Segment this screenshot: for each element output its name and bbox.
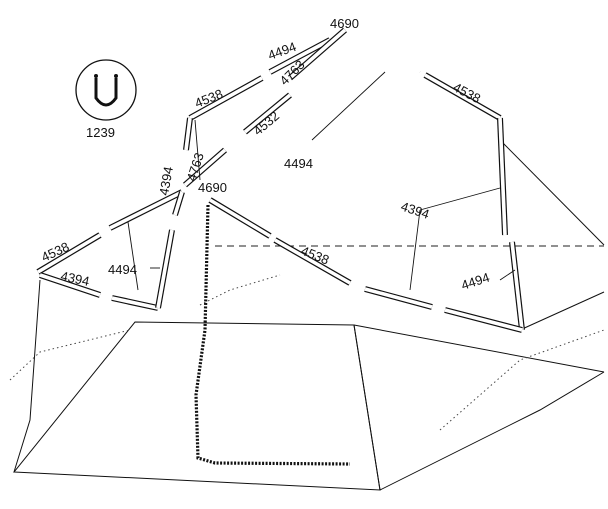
label-4394-right: 4394 <box>399 199 431 222</box>
leader-4394-right-a <box>419 187 501 211</box>
tent-body <box>9 139 605 491</box>
front-corner-edge <box>353 324 381 491</box>
leader-4394-right-b <box>409 209 421 291</box>
label-4494-right: 4494 <box>459 270 491 293</box>
shade-left <box>9 329 131 381</box>
inset-1239: 1239 <box>75 59 137 140</box>
label-1239: 1239 <box>86 125 115 140</box>
leader-4763-mid <box>194 119 201 181</box>
right-roof-edge <box>499 139 605 246</box>
label-4494-center: 4494 <box>284 156 313 171</box>
frame-poles <box>36 27 525 466</box>
label-4394-bottom-left: 4394 <box>59 268 90 289</box>
label-4763-top: 4763 <box>277 57 308 88</box>
leader-lines <box>127 71 516 291</box>
part-labels: 4690 4494 4763 4538 4532 4538 4394 4763 … <box>39 16 492 293</box>
shade-center <box>199 274 281 306</box>
label-4394-left: 4394 <box>156 165 176 196</box>
ground-edge-front <box>379 371 605 491</box>
left-wall-edge <box>13 279 41 473</box>
leader-4494-left-b <box>127 221 139 291</box>
right-wall-edge <box>519 291 605 331</box>
hook-icon <box>94 78 118 107</box>
ground-edge-right <box>353 324 605 373</box>
leader-4494-center <box>311 71 386 141</box>
label-center-4690: 4690 <box>198 180 227 195</box>
inset-circle <box>75 59 137 121</box>
label-4532: 4532 <box>250 108 282 138</box>
label-4494-left: 4494 <box>108 262 137 277</box>
label-peak-4690: 4690 <box>330 16 359 31</box>
shade-right <box>439 329 605 431</box>
center-rope <box>194 204 351 466</box>
leader-4494-right <box>499 269 516 281</box>
